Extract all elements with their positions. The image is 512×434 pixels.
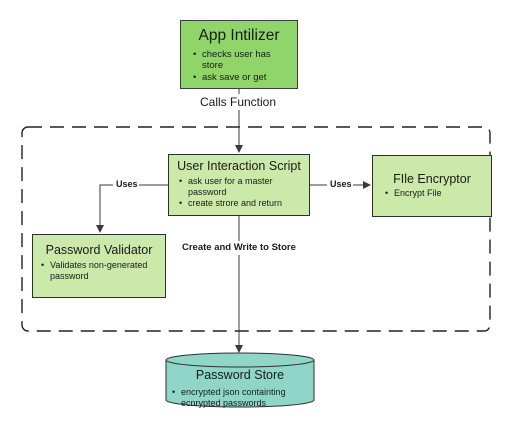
file-encryptor-node: FIle Encryptor Encrypt File — [372, 155, 492, 217]
calls-function-label: Calls Function — [200, 95, 277, 109]
user-interaction-bullets: ask user for a master password create st… — [175, 176, 303, 208]
password-validator-bullets: Validates non-generated password — [39, 260, 159, 282]
app-initializer-node: App Intilizer checks user has store ask … — [180, 20, 298, 89]
password-store-bullets: encrypted json containting ecnrypted pas… — [172, 387, 312, 409]
dashed-module-boundary — [21, 126, 491, 332]
app-initializer-bullet: checks user has store — [193, 49, 289, 72]
uses-validator-label: Uses — [116, 179, 138, 189]
password-store-title: Password Store — [195, 368, 285, 382]
password-validator-title: Password Validator — [45, 243, 153, 257]
uses-encryptor-label: Uses — [330, 179, 352, 189]
password-store-top — [165, 352, 315, 368]
file-encryptor-bullet: Encrypt File — [385, 188, 483, 199]
create-write-label: Create and Write to Store — [182, 242, 296, 253]
app-initializer-title: App Intilizer — [198, 27, 280, 44]
password-validator-node: Password Validator Validates non-generat… — [32, 234, 166, 298]
user-interaction-node: User Interaction Script ask user for a m… — [168, 154, 310, 216]
app-initializer-bullets: checks user has store ask save or get — [189, 49, 289, 84]
password-validator-bullet: Validates non-generated password — [41, 260, 159, 282]
user-interaction-title: User Interaction Script — [177, 159, 301, 173]
file-encryptor-bullets: Encrypt File — [381, 188, 483, 199]
file-encryptor-title: FIle Encryptor — [393, 172, 471, 186]
user-interaction-bullet: ask user for a master password — [179, 176, 303, 198]
uses-validator-connector — [96, 184, 168, 233]
user-interaction-bullet: create strore and return — [179, 198, 303, 209]
password-store-bullet: encrypted json containting ecnrypted pas… — [172, 387, 312, 409]
app-initializer-bullet: ask save or get — [193, 72, 289, 84]
